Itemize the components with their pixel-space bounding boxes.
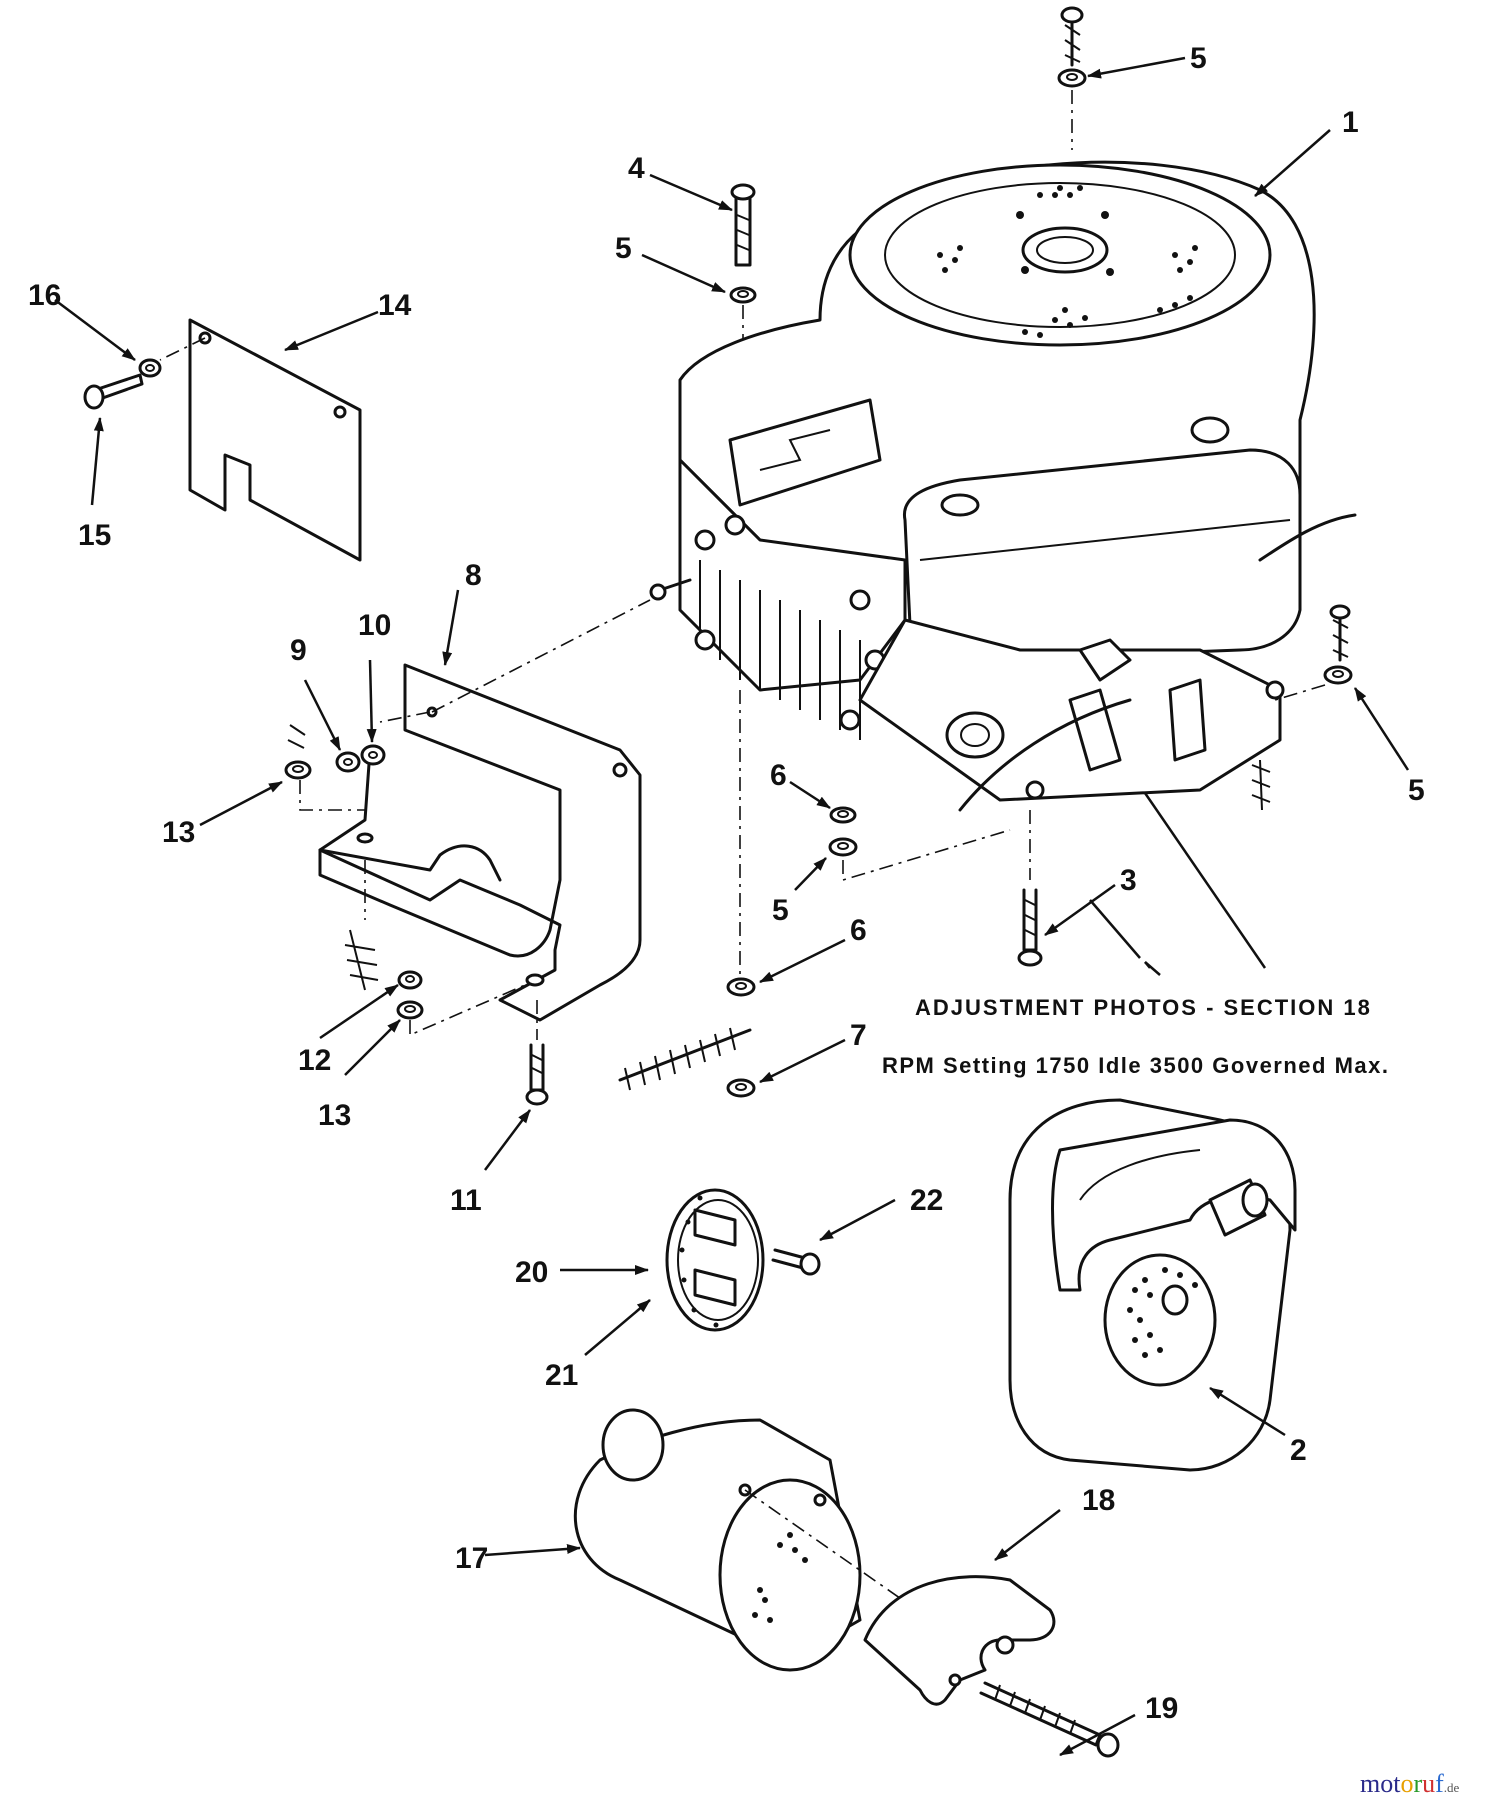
callout-6-lower: 6 xyxy=(850,914,867,947)
callout-6-upper: 6 xyxy=(770,759,787,792)
callout-3: 3 xyxy=(1120,864,1137,897)
callout-11: 11 xyxy=(450,1184,482,1217)
rpm-setting-note: RPM Setting 1750 Idle 3500 Governed Max. xyxy=(882,1053,1390,1078)
callout-1: 1 xyxy=(1342,106,1359,139)
bolt-part-11 xyxy=(525,1000,549,1106)
stud-nut-6-lower xyxy=(726,977,756,997)
bracket-part-8 xyxy=(318,599,651,1022)
callout-8: 8 xyxy=(465,559,482,592)
nut-washer-set-9-10-13 xyxy=(284,724,386,811)
muffler-holes xyxy=(1127,1267,1198,1358)
left-bracket-bolt xyxy=(344,860,379,991)
callout-5-right: 5 xyxy=(1408,774,1425,807)
svg-text:motoruf.de: motoruf.de xyxy=(1360,1769,1460,1798)
callout-2: 2 xyxy=(1290,1434,1307,1467)
callout-12: 12 xyxy=(298,1044,331,1077)
callout-5-mid: 5 xyxy=(772,894,789,927)
callout-20: 20 xyxy=(515,1256,548,1289)
callout-5-top: 5 xyxy=(1190,42,1207,75)
cover-vent-holes xyxy=(937,185,1198,338)
muffler-part-17 xyxy=(573,1408,961,1672)
callout-18: 18 xyxy=(1082,1484,1115,1517)
callout-5-upper-left: 5 xyxy=(615,232,632,265)
callout-7: 7 xyxy=(850,1019,867,1052)
bolt-part-19 xyxy=(979,1681,1120,1758)
bolt-part-3 xyxy=(1017,810,1043,967)
callout-13-lower: 13 xyxy=(318,1099,351,1132)
callout-15: 15 xyxy=(78,519,111,552)
top-washer-and-bolt xyxy=(1057,6,1087,150)
engine-assembly xyxy=(649,160,1357,812)
callout-10: 10 xyxy=(358,609,391,642)
callout-17: 17 xyxy=(455,1542,488,1575)
deflector-part-20 xyxy=(665,1188,821,1332)
cylinder-fins xyxy=(699,560,861,740)
callout-4: 4 xyxy=(628,152,645,185)
leader-lines xyxy=(54,56,1410,1757)
stud-nut-washer xyxy=(828,806,1011,882)
callout-9: 9 xyxy=(290,634,307,667)
callout-21: 21 xyxy=(545,1359,578,1392)
callout-19: 19 xyxy=(1145,1692,1178,1725)
arrester-holes xyxy=(752,1532,808,1623)
callout-22: 22 xyxy=(910,1184,943,1217)
spring-part-7 xyxy=(618,1027,756,1098)
plate-part-14 xyxy=(83,318,362,562)
callout-numbers: 1 5 4 5 16 14 15 8 9 10 13 6 5 6 7 3 5 1… xyxy=(28,42,1425,1725)
motoruf-watermark-logo: motoruf.de xyxy=(1360,1769,1460,1798)
callout-13-left: 13 xyxy=(162,816,195,849)
adjustment-note: ADJUSTMENT PHOTOS - SECTION 18 xyxy=(915,995,1372,1020)
nut-washer-12-13 xyxy=(396,970,526,1037)
right-washer-and-bolt xyxy=(1251,604,1353,811)
muffler-part-2 xyxy=(1008,1098,1297,1472)
callout-16: 16 xyxy=(28,279,61,312)
callout-14: 14 xyxy=(378,289,412,322)
bracket-part-18 xyxy=(863,1575,1056,1706)
bolt-part-4 xyxy=(729,183,757,340)
